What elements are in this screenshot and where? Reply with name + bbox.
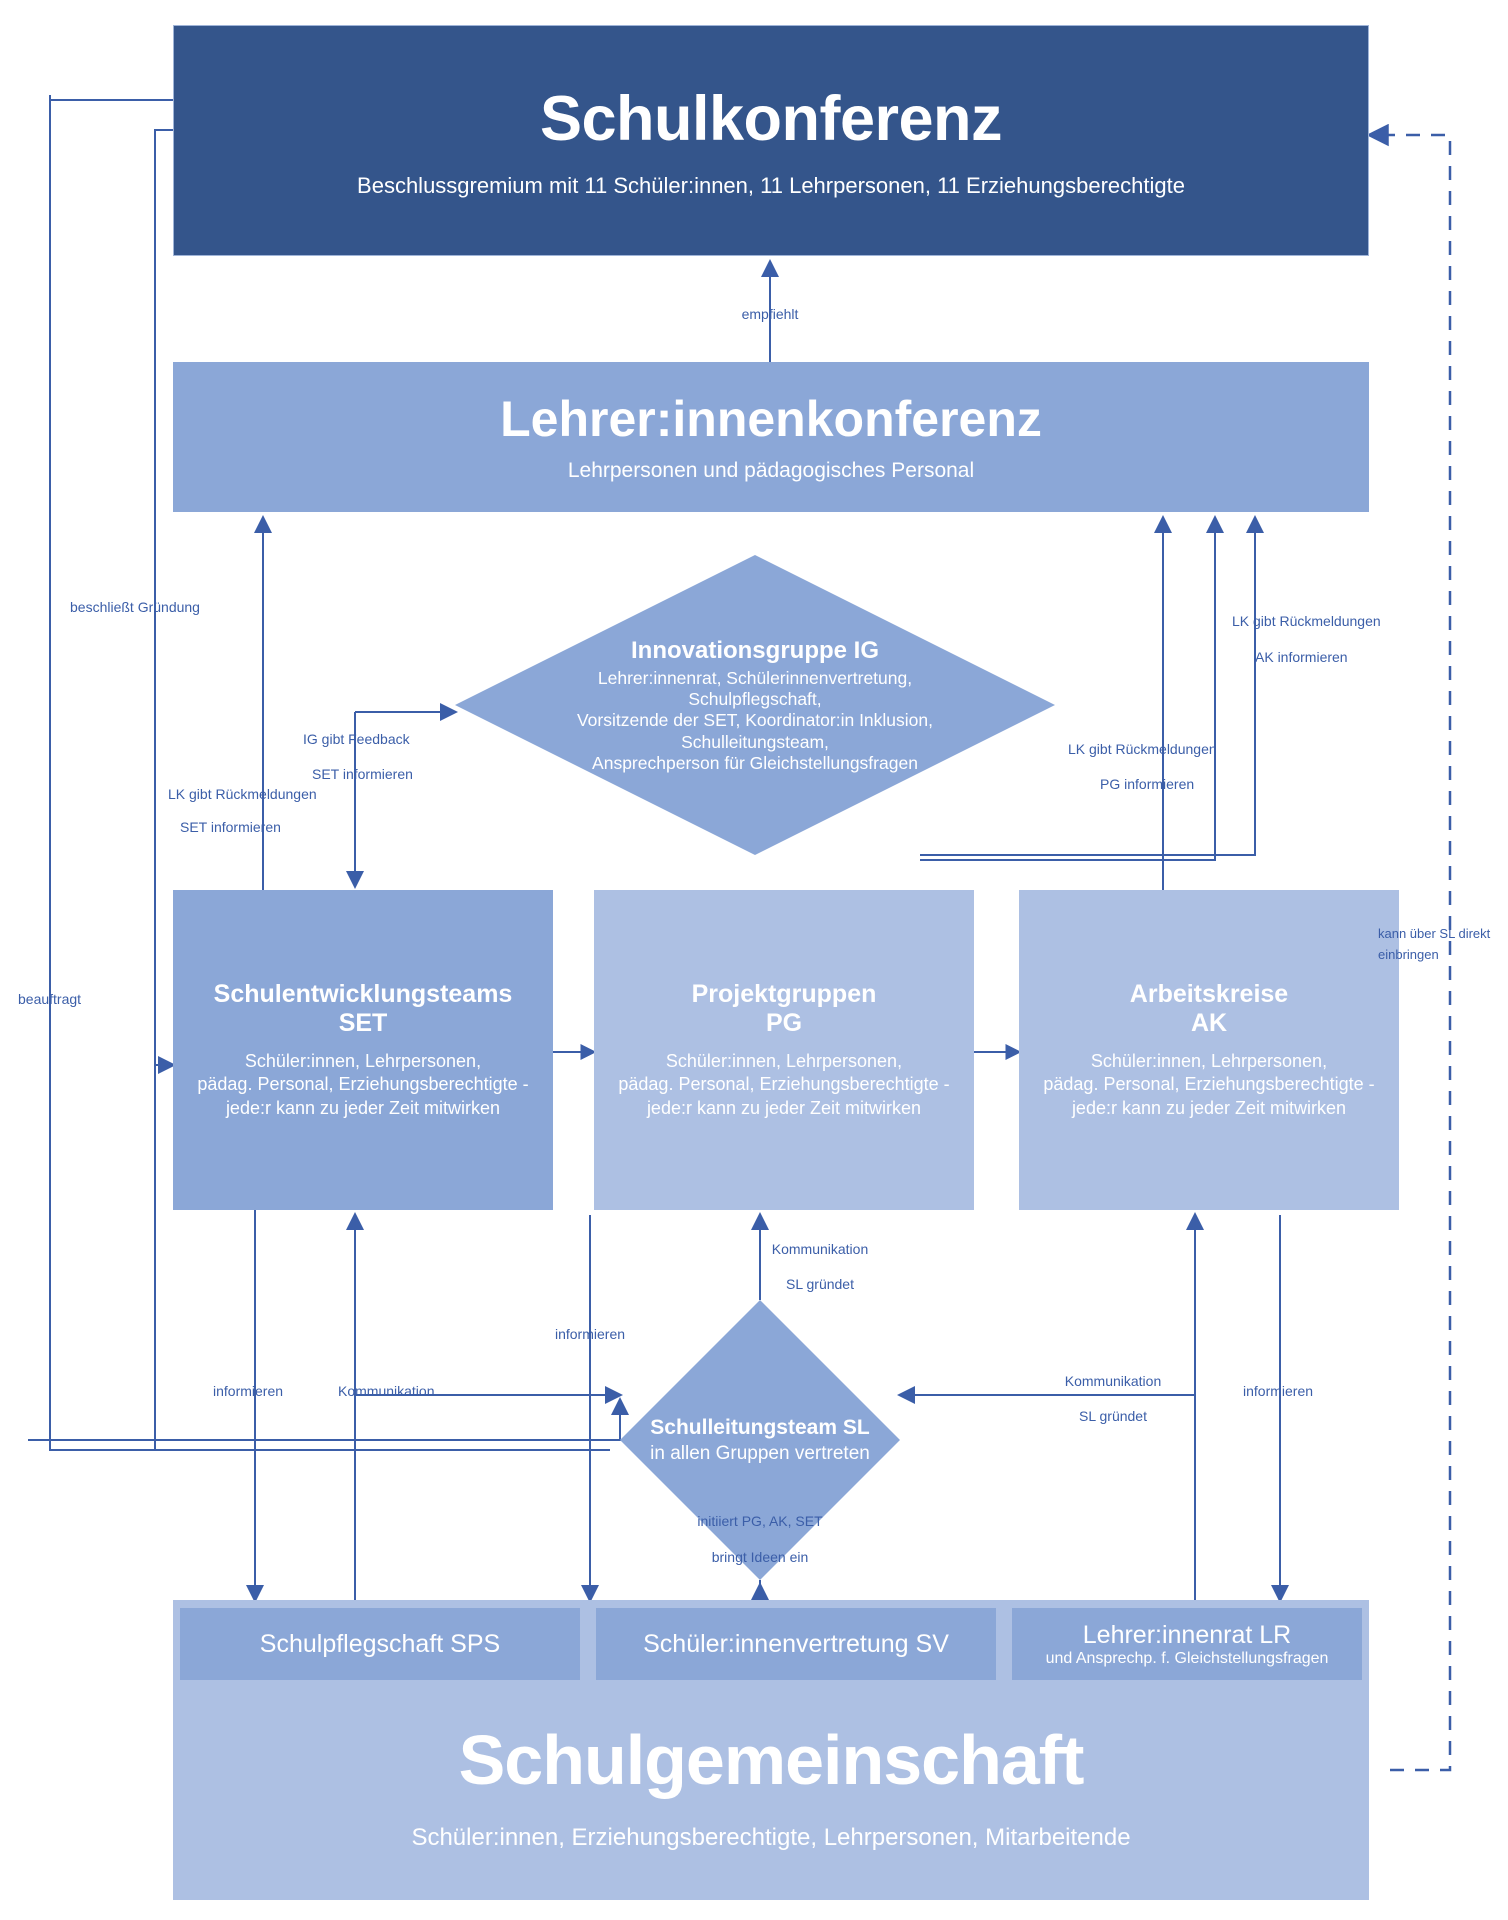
node-schulkonferenz[interactable]: Schulkonferenz Beschlussgremium mit 11 S… [173,25,1369,256]
label-beauftragt: beauftragt [18,991,82,1007]
innovationsgruppe-title: Innovationsgruppe IG [630,636,879,664]
schulleitungsteam-title: Schulleitungsteam SL [650,1415,870,1439]
label-kann-ueber-sl-1: kann über SL direkt [1378,926,1491,941]
lehrerinnenrat-subtitle: und Ansprechp. f. Gleichstellungsfragen [1045,1649,1329,1667]
schulkonferenz-title: Schulkonferenz [539,84,1003,155]
label-ig-gibt-feedback: IG gibt Feedback [303,731,410,747]
node-ak[interactable]: Arbeitskreise AK Schüler:innen, Lehrpers… [1019,890,1399,1210]
set-members-3: jede:r kann zu jeder Zeit mitwirken [225,1097,501,1118]
label-empfiehlt: empfiehlt [741,306,799,322]
set-members-1: Schüler:innen, Lehrpersonen, [244,1051,482,1072]
set-abbr: SET [338,1008,388,1037]
ak-members-2: pädag. Personal, Erziehungsberechtigte - [1043,1074,1375,1095]
ak-title: Arbeitskreise [1129,979,1289,1008]
node-lehrerinnenkonferenz[interactable]: Lehrer:innenkonferenz Lehrpersonen und p… [173,362,1369,512]
node-lehrerinnenrat[interactable]: Lehrer:innenrat LR und Ansprechp. f. Gle… [1012,1608,1362,1680]
node-set[interactable]: Schulentwicklungsteams SET Schüler:innen… [173,890,553,1210]
label-kommunikation-right: Kommunikation [1064,1373,1162,1389]
node-pg[interactable]: Projektgruppen PG Schüler:innen, Lehrper… [594,890,974,1210]
schulpflegschaft-title: Schulpflegschaft SPS [259,1629,501,1658]
set-members-2: pädag. Personal, Erziehungsberechtigte - [197,1074,529,1095]
innovationsgruppe-line4: Ansprechperson für Gleichstellungsfragen [592,753,918,774]
set-title: Schulentwicklungsteams [213,979,513,1008]
label-informieren-right: informieren [1243,1383,1314,1399]
label-informieren-left: informieren [213,1383,284,1399]
label-lk-rueckmeldungen-left: LK gibt Rückmeldungen [168,786,317,802]
schulgemeinschaft-title: Schulgemeinschaft [458,1721,1085,1800]
pg-title: Projektgruppen [691,979,877,1008]
pg-members-2: pädag. Personal, Erziehungsberechtigte - [618,1074,950,1095]
lehrerinnenkonferenz-title: Lehrer:innenkonferenz [500,391,1042,448]
ak-members-3: jede:r kann zu jeder Zeit mitwirken [1071,1097,1347,1118]
pg-members-3: jede:r kann zu jeder Zeit mitwirken [646,1097,922,1118]
label-bringt-ideen-ein: bringt Ideen ein [711,1549,809,1565]
label-kommunikation-mid: Kommunikation [771,1241,869,1257]
schuelervertretung-title: Schüler:innenvertretung SV [643,1629,949,1658]
node-schulleitungsteam[interactable]: Schulleitungsteam SL in allen Gruppen ve… [620,1300,900,1580]
schulleitungsteam-subtitle: in allen Gruppen vertreten [650,1443,870,1465]
lehrerinnenrat-title: Lehrer:innenrat LR [1082,1620,1292,1649]
pg-abbr: PG [765,1008,803,1037]
lehrerinnenkonferenz-subtitle: Lehrpersonen und pädagogisches Personal [567,459,975,483]
label-lk-rueckmeldungen-right-mid: LK gibt Rückmeldungen [1068,741,1217,757]
node-innovationsgruppe[interactable]: Innovationsgruppe IG Lehrer:innenrat, Sc… [455,555,1055,855]
label-initiiert: initiiert PG, AK, SET [697,1513,823,1529]
label-pg-informieren: PG informieren [1100,776,1195,792]
label-informieren-mid: informieren [554,1326,626,1342]
label-kann-ueber-sl-2: einbringen [1378,947,1439,962]
innovationsgruppe-line2: Vorsitzende der SET, Koordinator:in Inkl… [576,710,934,731]
innovationsgruppe-line1: Lehrer:innenrat, Schülerinnenvertretung,… [597,667,913,710]
pg-members-1: Schüler:innen, Lehrpersonen, [665,1051,903,1072]
label-sl-gruendet-mid: SL gründet [786,1276,854,1292]
schulkonferenz-subtitle: Beschlussgremium mit 11 Schüler:innen, 1… [357,172,1185,198]
label-set-informieren-left: SET informieren [180,819,281,835]
label-kommunikation-left: Kommunikation [338,1383,435,1399]
label-set-informieren-top: SET informieren [312,766,413,782]
label-lk-rueckmeldungen-right-top: LK gibt Rückmeldungen [1232,613,1381,629]
node-schulpflegschaft[interactable]: Schulpflegschaft SPS [180,1608,580,1680]
label-sl-gruendet-right: SL gründet [1079,1408,1147,1424]
ak-abbr: AK [1190,1008,1228,1037]
node-schuelervertretung[interactable]: Schüler:innenvertretung SV [596,1608,996,1680]
ak-members-1: Schüler:innen, Lehrpersonen, [1090,1051,1328,1072]
label-beschliesst-gruendung: beschließt Gründung [70,599,200,615]
schulgemeinschaft-subtitle: Schüler:innen, Erziehungsberechtigte, Le… [411,1823,1131,1851]
innovationsgruppe-line3: Schulleitungsteam, [681,731,829,752]
label-ak-informieren: AK informieren [1255,649,1348,665]
